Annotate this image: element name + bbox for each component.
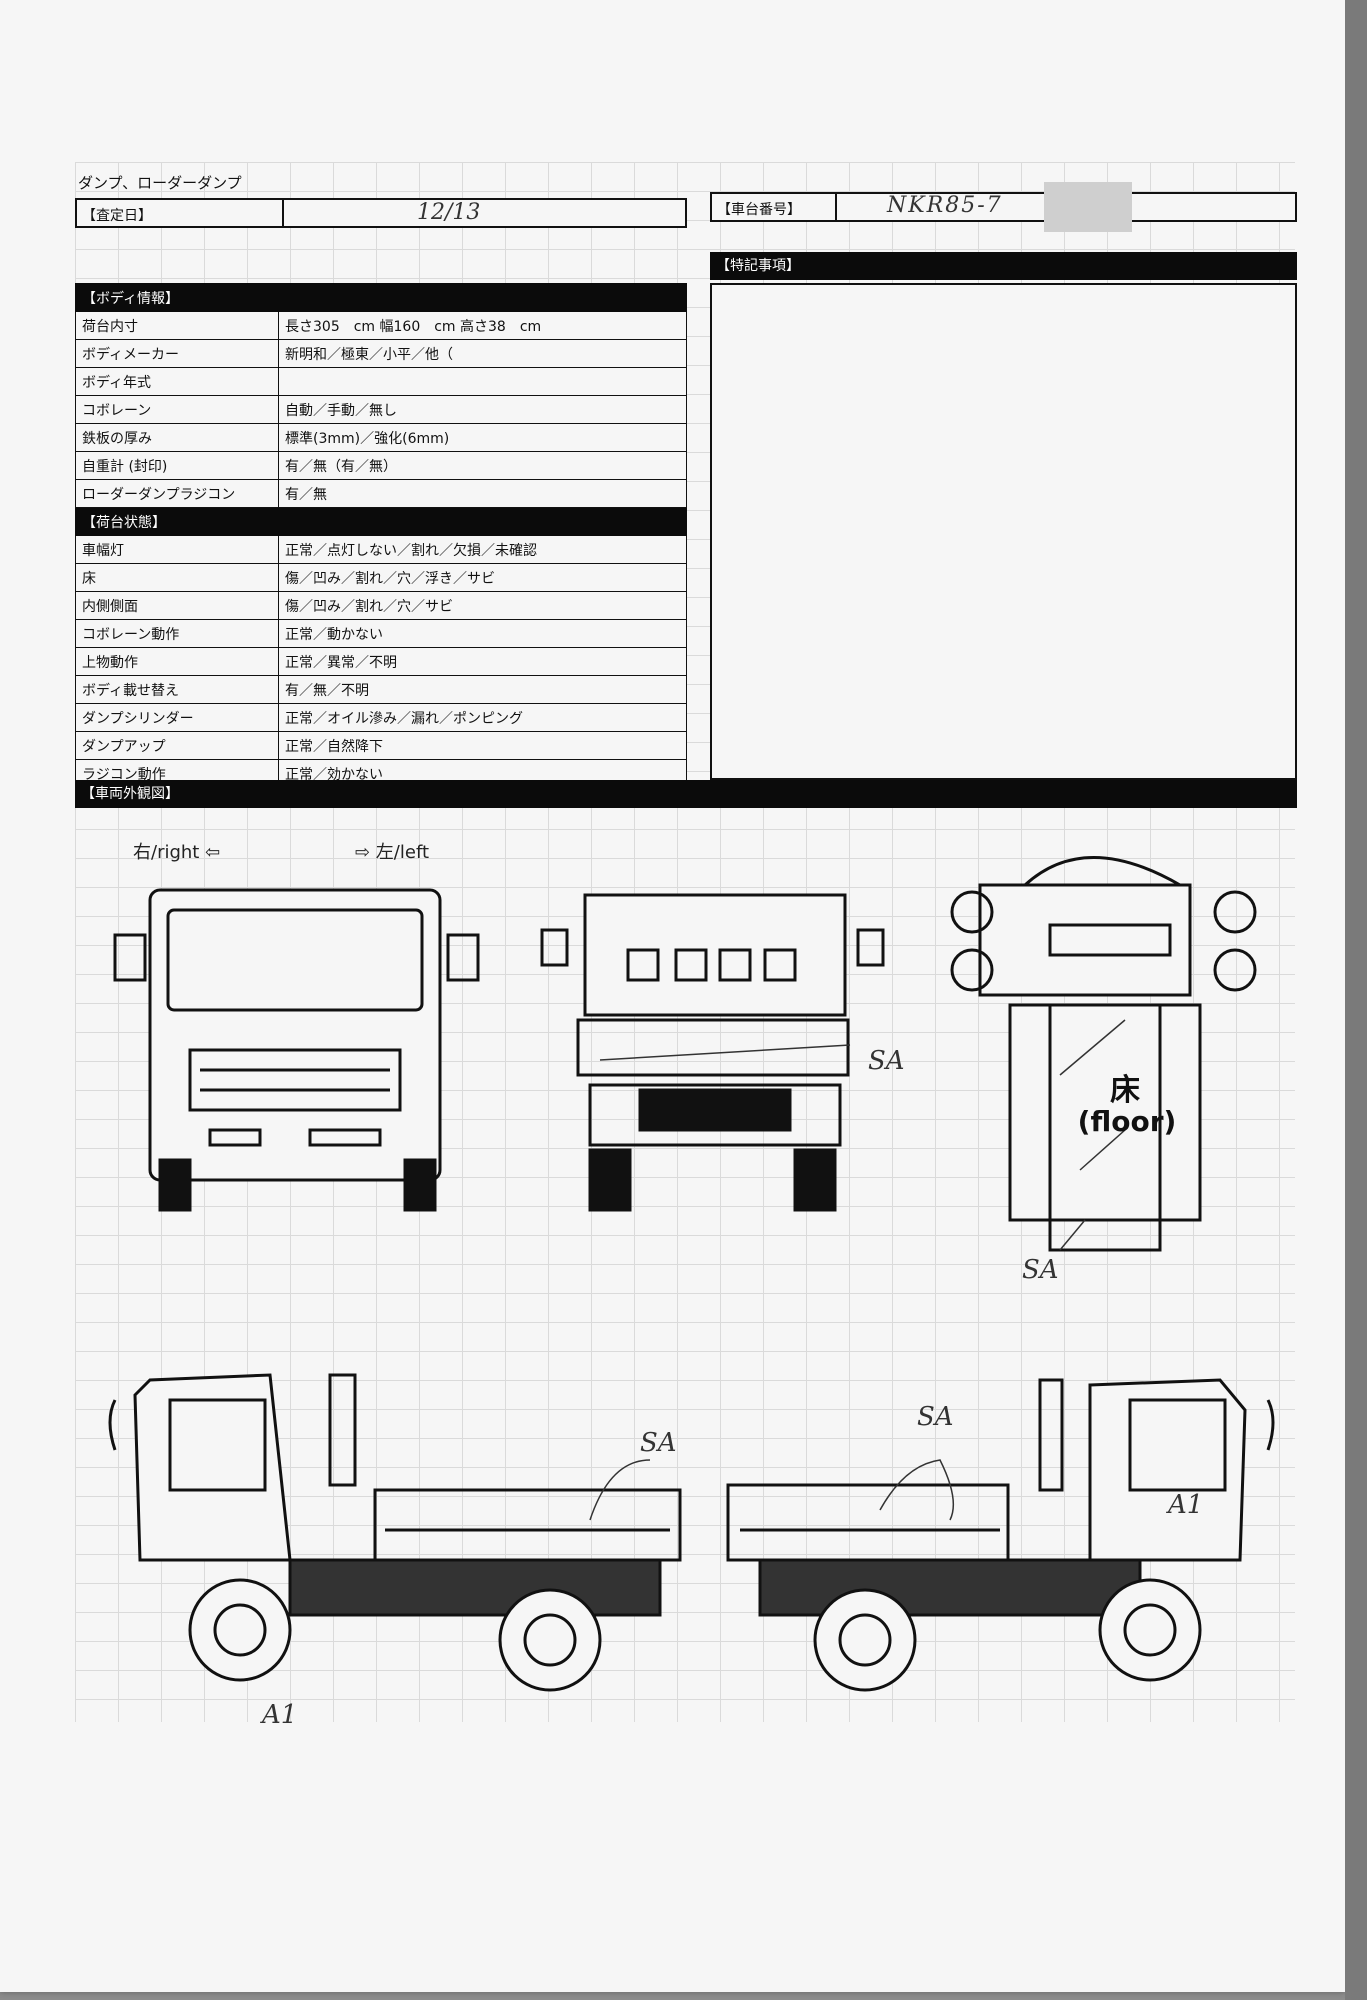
annotation-sa-rear: SA — [868, 1046, 905, 1076]
row-value: 傷／凹み／割れ／穴／サビ — [278, 591, 687, 620]
truck-side-right-view — [108, 1373, 682, 1692]
table-row: コボレーン自動／手動／無し — [75, 395, 687, 424]
table-row: 荷台内寸長さ305 cm 幅160 cm 高さ38 cm — [75, 311, 687, 340]
table-row: 自重計 (封印)有／無（有／無） — [75, 451, 687, 480]
chassis-number-label: 【車台番号】 — [717, 202, 801, 218]
table-row: 車幅灯正常／点灯しない／割れ／欠損／未確認 — [75, 535, 687, 564]
row-label: 自重計 (封印) — [75, 451, 279, 480]
left-side-label: ⇨ 左/left — [355, 842, 430, 863]
row-label: コボレーン — [75, 395, 279, 424]
inspection-sheet: ダンプ、ローダーダンプ 【査定日】 12/13 【車台番号】 NKR85-7 【… — [0, 0, 1345, 1992]
row-value: 新明和／極東／小平／他（ — [278, 339, 687, 368]
table-row: 内側側面傷／凹み／割れ／穴／サビ — [75, 591, 687, 620]
row-value: 有／無／不明 — [278, 675, 687, 704]
special-notes-box — [710, 283, 1297, 780]
table-row: ボディ載せ替え有／無／不明 — [75, 675, 687, 704]
right-side-label: 右/right ⇦ — [133, 842, 221, 863]
row-label: 上物動作 — [75, 647, 279, 676]
truck-side-left-view — [726, 1378, 1275, 1692]
row-label: ローダーダンプラジコン — [75, 479, 279, 508]
row-value: 標準(3mm)／強化(6mm) — [278, 423, 687, 452]
appraisal-date-label: 【査定日】 — [82, 208, 152, 224]
row-value: 有／無（有／無） — [278, 451, 687, 480]
row-label: ダンプアップ — [75, 731, 279, 760]
special-notes-header: 【特記事項】 — [710, 252, 1297, 280]
row-label: ボディ年式 — [75, 367, 279, 396]
annotation-sa-top: SA — [1022, 1255, 1059, 1285]
row-label: ボディメーカー — [75, 339, 279, 368]
page-edge — [1345, 0, 1367, 2000]
appraisal-date-row: 【査定日】 12/13 — [75, 198, 687, 228]
row-label: 車幅灯 — [75, 535, 279, 564]
appraisal-date-value: 12/13 — [417, 200, 481, 225]
row-label: 内側側面 — [75, 591, 279, 620]
floor-label-jp: 床 — [1110, 1073, 1140, 1108]
chassis-number-value: NKR85-7 — [887, 193, 1003, 218]
redaction-patch — [1044, 182, 1132, 232]
truck-top-view — [950, 856, 1257, 1252]
floor-label-en: (floor) — [1077, 1105, 1177, 1138]
table-row: コボレーン動作正常／動かない — [75, 619, 687, 648]
body-info-table: 【ボディ情報】 荷台内寸長さ305 cm 幅160 cm 高さ38 cm ボディ… — [75, 283, 687, 788]
row-value: 正常／異常／不明 — [278, 647, 687, 676]
table-row: ローダーダンプラジコン有／無 — [75, 479, 687, 508]
document-title: ダンプ、ローダーダンプ — [78, 174, 242, 192]
row-value: 正常／自然降下 — [278, 731, 687, 760]
annotation-sa-side-right: SA — [640, 1428, 677, 1458]
row-value: 正常／点灯しない／割れ／欠損／未確認 — [278, 535, 687, 564]
row-label: コボレーン動作 — [75, 619, 279, 648]
annotation-a1-right: A1 — [262, 1700, 298, 1730]
truck-front-view — [113, 888, 480, 1212]
truck-rear-view — [540, 893, 885, 1212]
row-value: 正常／動かない — [278, 619, 687, 648]
row-value: 正常／オイル滲み／漏れ／ポンピング — [278, 703, 687, 732]
table-row: 上物動作正常／異常／不明 — [75, 647, 687, 676]
annotation-a1-left: A1 — [1168, 1490, 1204, 1520]
annotation-sa-side-left: SA — [917, 1402, 954, 1432]
row-label: ボディ載せ替え — [75, 675, 279, 704]
exterior-header: 【車両外観図】 — [75, 780, 1297, 808]
table-row: ダンプシリンダー正常／オイル滲み／漏れ／ポンピング — [75, 703, 687, 732]
vehicle-diagrams — [108, 856, 1275, 1692]
chassis-number-row: 【車台番号】 NKR85-7 — [710, 182, 1297, 232]
row-value: 長さ305 cm 幅160 cm 高さ38 cm — [278, 311, 687, 340]
table-row: ボディメーカー新明和／極東／小平／他（ — [75, 339, 687, 368]
table-row: ダンプアップ正常／自然降下 — [75, 731, 687, 760]
table-row: 鉄板の厚み標準(3mm)／強化(6mm) — [75, 423, 687, 452]
bed-condition-header: 【荷台状態】 — [75, 507, 687, 536]
